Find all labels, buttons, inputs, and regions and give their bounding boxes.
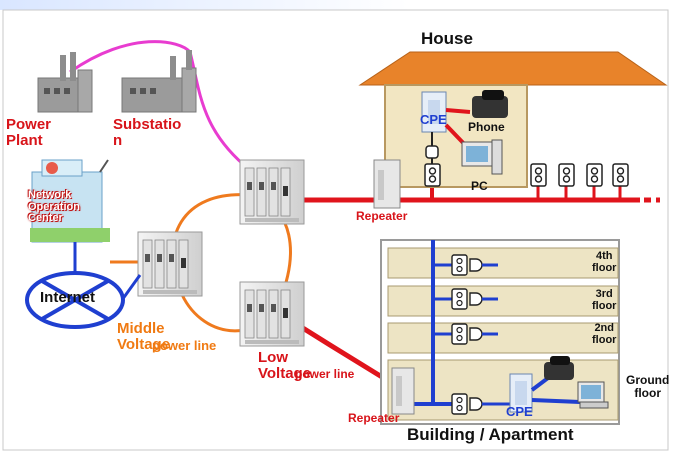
noc-building-icon: [30, 159, 110, 243]
repeater-house-label: Repeater: [356, 209, 408, 223]
floor-3-label: 3rd floor: [592, 288, 617, 312]
substation-label: Substatio n: [113, 116, 182, 149]
pc-icon: [461, 139, 503, 175]
substation-rack-middle: [137, 231, 203, 297]
outlet-icon: [612, 163, 629, 187]
substation-rack-top: [239, 159, 305, 225]
internet-globe-icon: [25, 271, 125, 329]
pc-label: PC: [471, 179, 488, 193]
outlet-icon: [530, 163, 547, 187]
lv-power-line-label: power line: [295, 367, 355, 381]
mv-power-line-label: power line: [152, 338, 217, 353]
cpe-device-house: [421, 91, 447, 133]
phone-icon: [472, 90, 508, 118]
plug-icon: [425, 145, 439, 159]
repeater-house: [373, 159, 401, 209]
cpe-house-label: CPE: [420, 112, 447, 127]
substation-rack-low: [239, 281, 305, 347]
repeater-building-label: Repeater: [348, 411, 400, 425]
outlet-icon: [586, 163, 603, 187]
low-voltage-label: Low Voltage: [258, 349, 312, 382]
phone-icon: [544, 356, 574, 380]
outlet-icon: [558, 163, 575, 187]
house-label: House: [421, 29, 473, 48]
power-plant-icon: [37, 52, 93, 113]
internet-label: Internet: [40, 289, 96, 306]
repeater-building: [391, 367, 415, 415]
building-label: Building / Apartment: [407, 425, 574, 444]
pc-icon: [577, 381, 609, 409]
substation-icon: [121, 50, 197, 113]
cpe-device-building: [509, 373, 533, 413]
middle-voltage-ring: [171, 193, 292, 333]
outlet-icon: [424, 163, 441, 187]
phone-label: Phone: [468, 120, 505, 134]
floor-2-label: 2nd floor: [592, 322, 617, 346]
cpe-building-label: CPE: [506, 404, 533, 419]
middle-voltage-label: Middle Voltage: [117, 320, 171, 353]
noc-label: Network Operation Center: [28, 189, 80, 225]
ground-floor-label: Ground floor: [626, 373, 670, 400]
power-plant-label: Power Plant: [6, 116, 52, 149]
floor-4-label: 4th floor: [592, 250, 617, 274]
top-band: [0, 0, 681, 10]
